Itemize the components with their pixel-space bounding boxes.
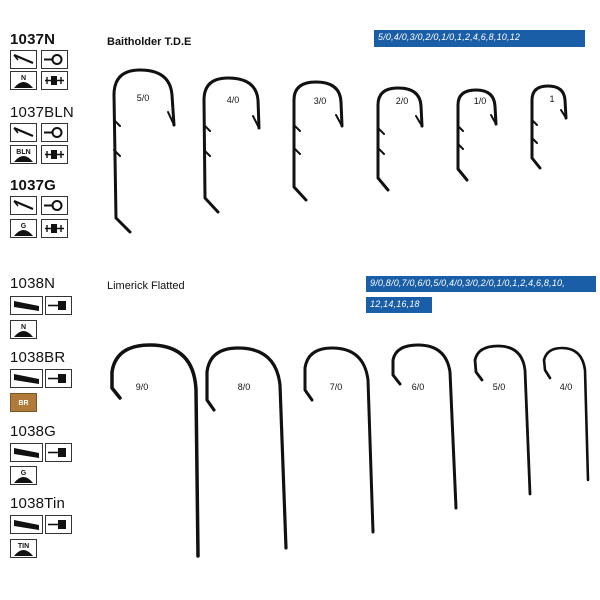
point-icon xyxy=(10,296,43,315)
finish-badge-icon: G xyxy=(10,466,37,485)
hook-size-label: 4/0 xyxy=(227,95,240,105)
point-icon xyxy=(10,369,43,388)
barb-shank-icon xyxy=(41,219,68,238)
section-title: Limerick Flatted xyxy=(107,280,185,292)
hook-size-label: 6/0 xyxy=(412,382,425,392)
hook-size-label: 8/0 xyxy=(238,382,251,392)
hook-1 xyxy=(530,84,568,170)
eye-icon xyxy=(41,50,68,69)
hook-size-label: 7/0 xyxy=(330,382,343,392)
point-icon xyxy=(10,515,43,534)
hook-9-0 xyxy=(110,343,200,558)
finish-label: N xyxy=(21,324,26,331)
size-range-badge: 5/0,4/0,3/0,2/0,1/0,1,2,4,6,8,10,12 xyxy=(374,30,585,47)
finish-label: BLN xyxy=(16,149,30,156)
hook-size-label: 3/0 xyxy=(314,96,327,106)
finish-badge-icon: G xyxy=(10,219,37,238)
finish-label: G xyxy=(21,223,27,230)
model-code: 1038N xyxy=(10,275,56,292)
flatted-eye-icon xyxy=(45,296,72,315)
finish-badge-icon: N xyxy=(10,320,37,339)
size-range-badge: 9/0,8/0,7/0,6/0,5/0,4/0,3/0,2/0,1/0,1,2,… xyxy=(366,276,596,292)
hook-1-0 xyxy=(456,88,498,182)
section-title: Baitholder T.D.E xyxy=(107,36,192,48)
finish-label: BR xyxy=(18,400,28,407)
hook-size-label: 1/0 xyxy=(474,96,487,106)
hook-2-0 xyxy=(376,86,424,192)
barb-shank-icon xyxy=(41,145,68,164)
hook-3-0 xyxy=(292,80,344,202)
point-icon xyxy=(10,123,37,142)
point-icon xyxy=(10,196,37,215)
finish-label: TIN xyxy=(18,543,29,550)
finish-label: G xyxy=(21,470,27,477)
model-code: 1038BR xyxy=(10,349,66,366)
barb-shank-icon xyxy=(41,71,68,90)
point-icon xyxy=(10,443,43,462)
flatted-eye-icon xyxy=(45,369,72,388)
hook-6-0 xyxy=(391,343,458,510)
eye-icon xyxy=(41,196,68,215)
hook-5-0 xyxy=(112,68,176,234)
point-icon xyxy=(10,50,37,69)
model-code: 1037BLN xyxy=(10,104,74,121)
finish-badge-icon: TIN xyxy=(10,539,37,558)
hook-4-0-limerick xyxy=(542,346,590,482)
model-code: 1037G xyxy=(10,177,57,194)
hook-size-label: 1 xyxy=(549,94,554,104)
hook-7-0 xyxy=(303,346,375,534)
size-range-badge: 12,14,16,18 xyxy=(366,297,432,313)
hook-size-label: 2/0 xyxy=(396,96,409,106)
eye-icon xyxy=(41,123,68,142)
hook-size-label: 4/0 xyxy=(560,382,573,392)
finish-label: N xyxy=(21,75,26,82)
model-code: 1038G xyxy=(10,423,57,440)
finish-badge-icon: BLN xyxy=(10,145,37,164)
flatted-eye-icon xyxy=(45,443,72,462)
hook-size-label: 9/0 xyxy=(136,382,149,392)
hook-size-label: 5/0 xyxy=(137,93,150,103)
model-code: 1037N xyxy=(10,31,56,48)
model-code: 1038Tin xyxy=(10,495,66,512)
finish-badge-icon: BR xyxy=(10,393,37,412)
hook-size-label: 5/0 xyxy=(493,382,506,392)
flatted-eye-icon xyxy=(45,515,72,534)
finish-badge-icon: N xyxy=(10,71,37,90)
hook-8-0 xyxy=(205,346,288,550)
hook-4-0 xyxy=(202,76,261,214)
hook-5-0-limerick xyxy=(473,344,532,496)
